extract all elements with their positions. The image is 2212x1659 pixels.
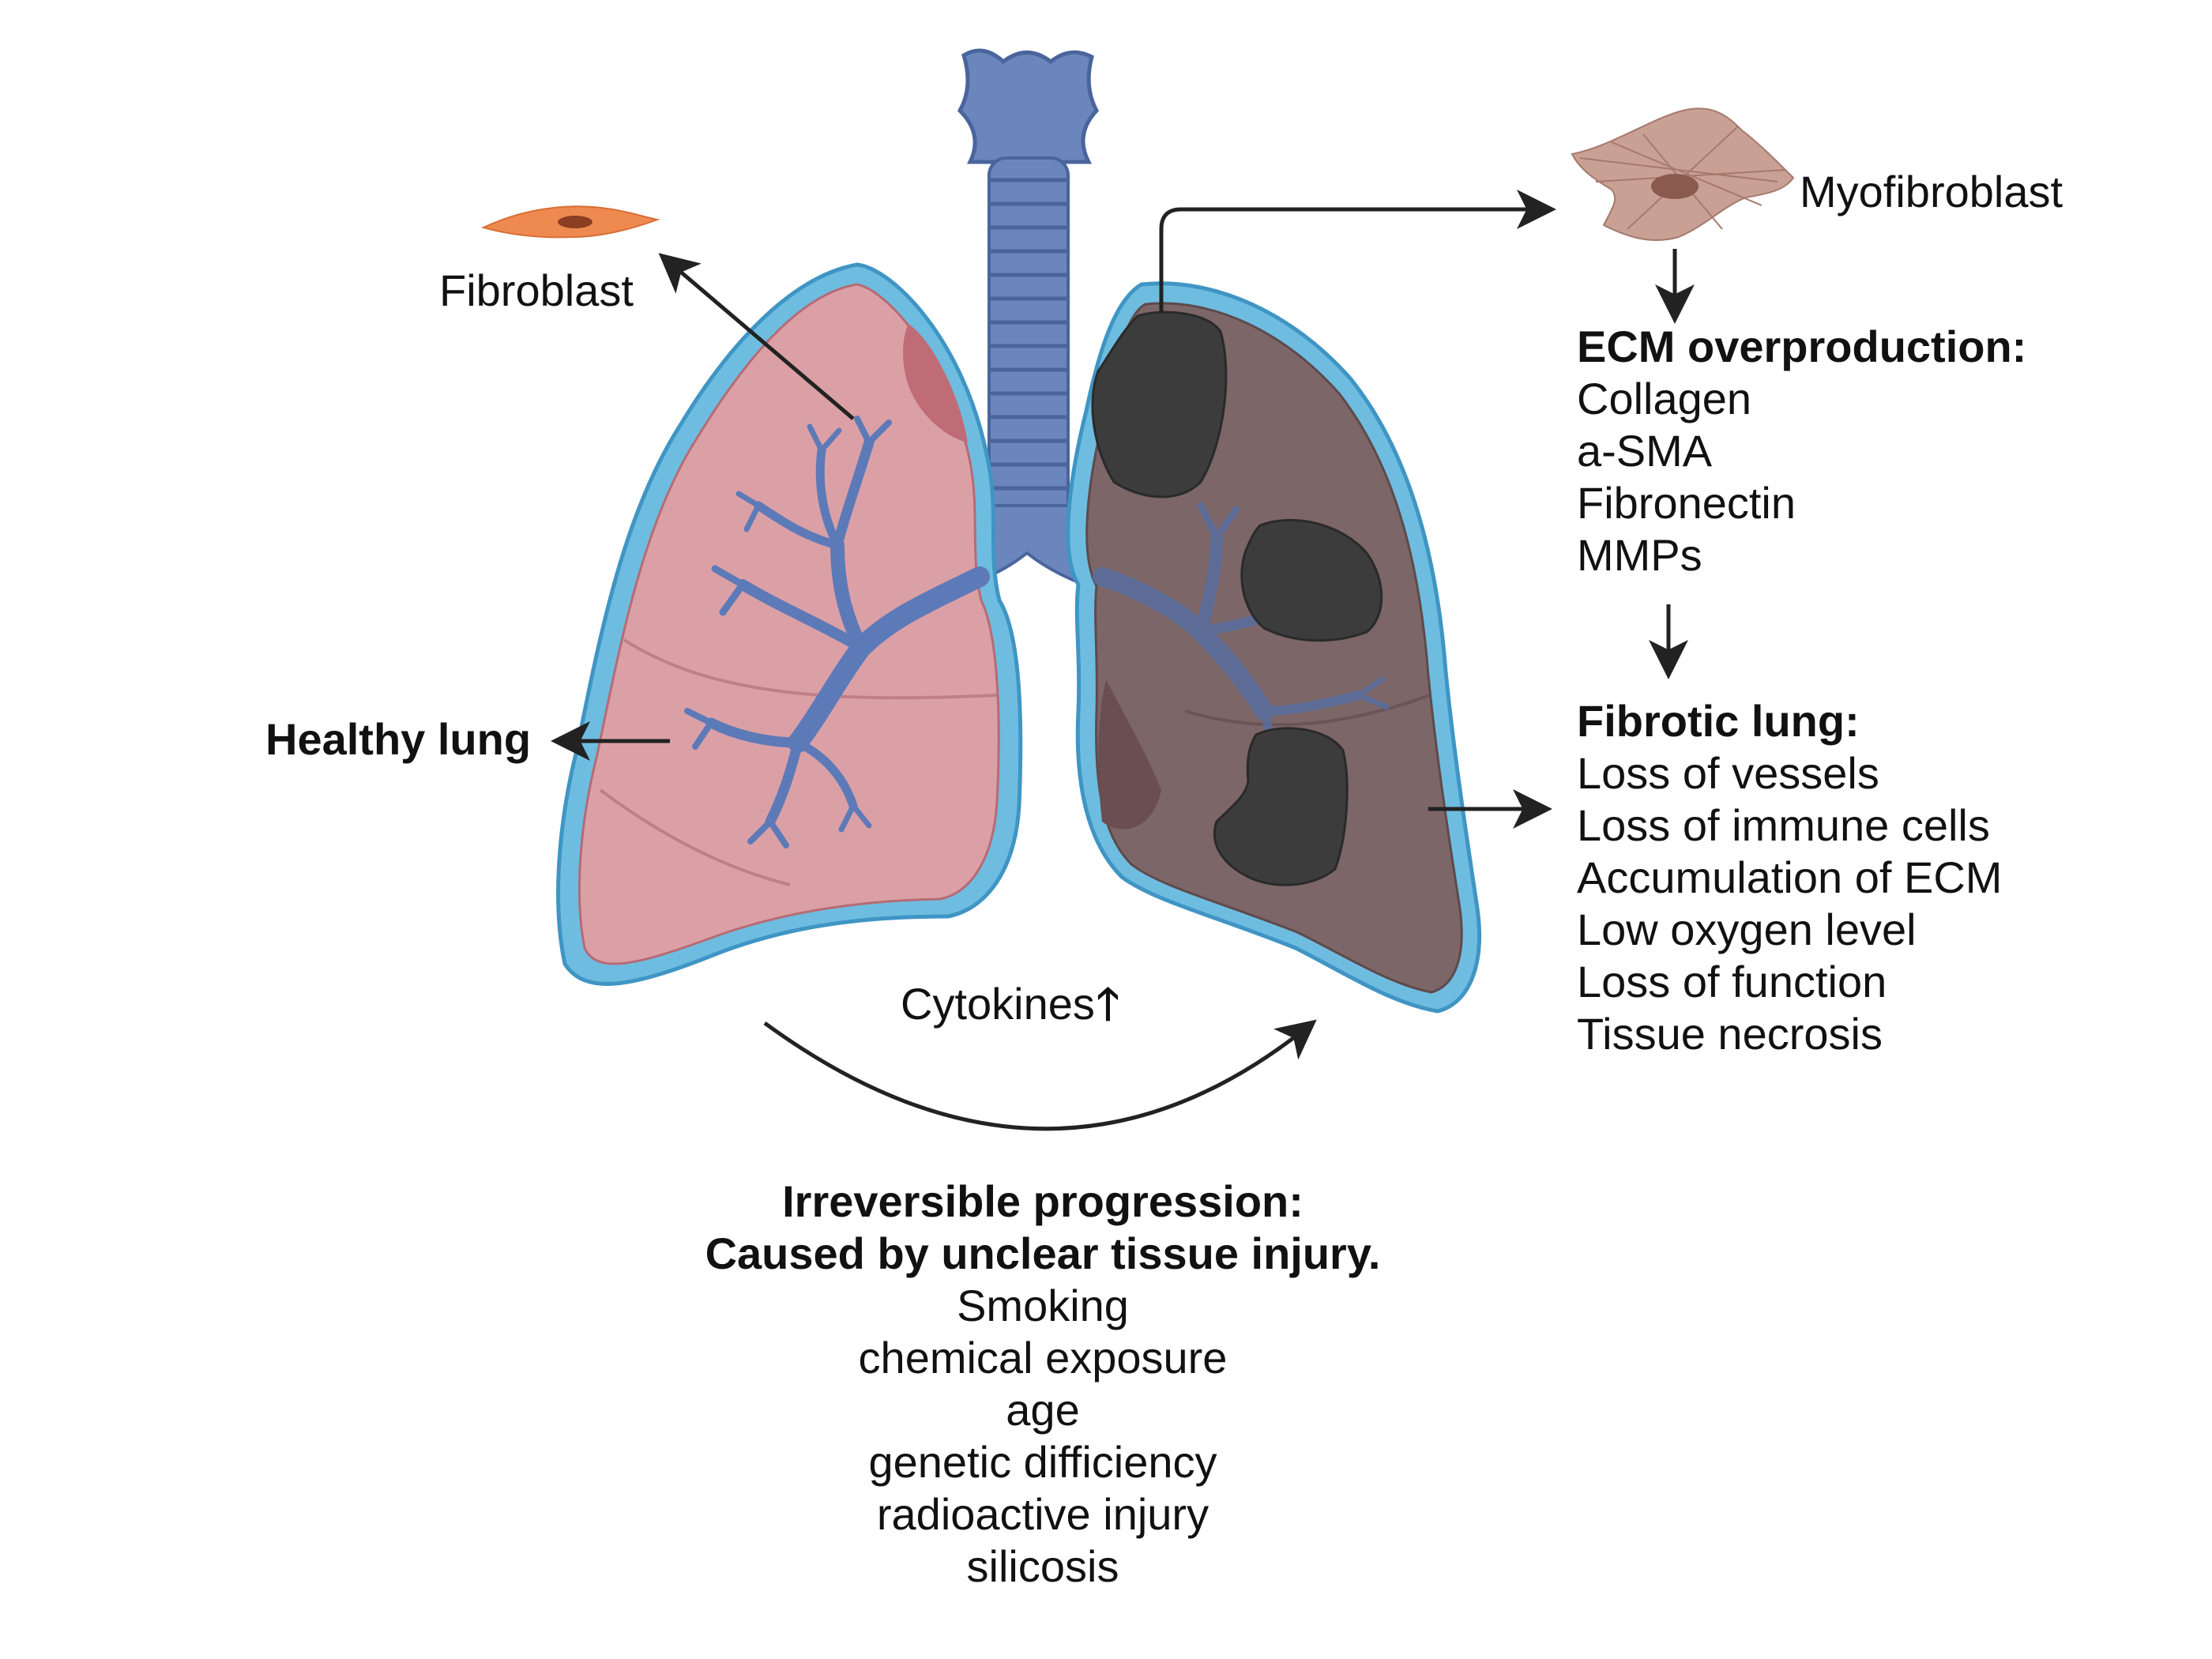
- fibrotic-lesion-middle: [1240, 518, 1383, 642]
- fibrotic-item: Loss of function: [1577, 957, 1887, 1006]
- fibroblast-label: Fibroblast: [439, 265, 634, 315]
- fibrotic-lung-list: Fibrotic lung: Loss of vessels Loss of i…: [1577, 695, 2002, 1060]
- healthy-lung-fissure-2: [599, 788, 791, 886]
- cause-item: chemical exposure: [858, 1333, 1228, 1382]
- progression-subheading: Caused by unclear tissue injury.: [705, 1228, 1381, 1278]
- cause-item: Smoking: [957, 1281, 1129, 1330]
- healthy-lung: [556, 262, 1023, 986]
- cytokines-text: Cytokines: [901, 979, 1095, 1029]
- ecm-item: Fibronectin: [1577, 478, 1796, 528]
- fibrotic-lung-lower-shade: [1098, 679, 1161, 830]
- cause-item: silicosis: [966, 1541, 1119, 1591]
- ecm-heading: ECM overproduction:: [1577, 322, 2027, 371]
- myofibroblast-nucleus: [1651, 174, 1698, 199]
- fibrotic-item: Loss of immune cells: [1577, 800, 1990, 850]
- trachea-rings: [989, 178, 1068, 514]
- healthy-lung-upper-lobe-shade: [903, 324, 968, 442]
- myofibroblast-body: [1571, 107, 1795, 242]
- fibrotic-lesion-upper: [1091, 310, 1228, 498]
- fibrotic-item: Loss of vessels: [1577, 748, 1879, 798]
- ecm-overproduction-list: ECM overproduction: Collagen a-SMA Fibro…: [1577, 321, 2026, 581]
- fibroblast-nucleus: [558, 216, 592, 228]
- fibrotic-lesion-lower: [1213, 727, 1349, 886]
- arrows: [551, 190, 1695, 1131]
- larynx: [957, 48, 1100, 164]
- arrow-up-icon: 🡑: [1096, 979, 1119, 1029]
- fibrotic-item: Accumulation of ECM: [1577, 852, 2003, 902]
- myofibroblast-cell: [1571, 107, 1795, 242]
- healthy-lung-fissure: [623, 638, 998, 700]
- healthy-lung-tissue: [577, 283, 1000, 965]
- progression-curve-arrow: [763, 1019, 1317, 1131]
- ecm-item: MMPs: [1577, 530, 1702, 580]
- fibrotic-lung-fissure: [1184, 694, 1431, 727]
- progression-heading: Irreversible progression:: [782, 1176, 1304, 1226]
- cause-item: age: [1006, 1385, 1080, 1435]
- myofibroblast-label: Myofibroblast: [1800, 167, 2063, 216]
- arrow-to-fibroblast: [658, 253, 855, 420]
- cytokines-label: Cytokines🡑: [901, 978, 1119, 1030]
- progression-causes: Irreversible progression: Caused by uncl…: [553, 1176, 1533, 1593]
- arrow-to-myofibroblast: [1159, 190, 1556, 312]
- fibrotic-lung: [1066, 281, 1482, 1014]
- trachea-tube: [988, 156, 1070, 531]
- ecm-item: a-SMA: [1577, 426, 1713, 476]
- fibrotic-item: Tissue necrosis: [1577, 1009, 1883, 1059]
- cause-item: genetic difficiency: [868, 1437, 1217, 1487]
- fibrotic-heading: Fibrotic lung:: [1577, 696, 1860, 746]
- healthy-bronchial-tree: [684, 416, 990, 848]
- healthy-lung-label: Healthy lung: [265, 714, 532, 764]
- cause-item: radioactive injury: [876, 1489, 1209, 1539]
- fibrotic-item: Low oxygen level: [1577, 905, 1917, 954]
- ecm-item: Collagen: [1577, 374, 1752, 423]
- fibroblast-cell: [481, 205, 660, 239]
